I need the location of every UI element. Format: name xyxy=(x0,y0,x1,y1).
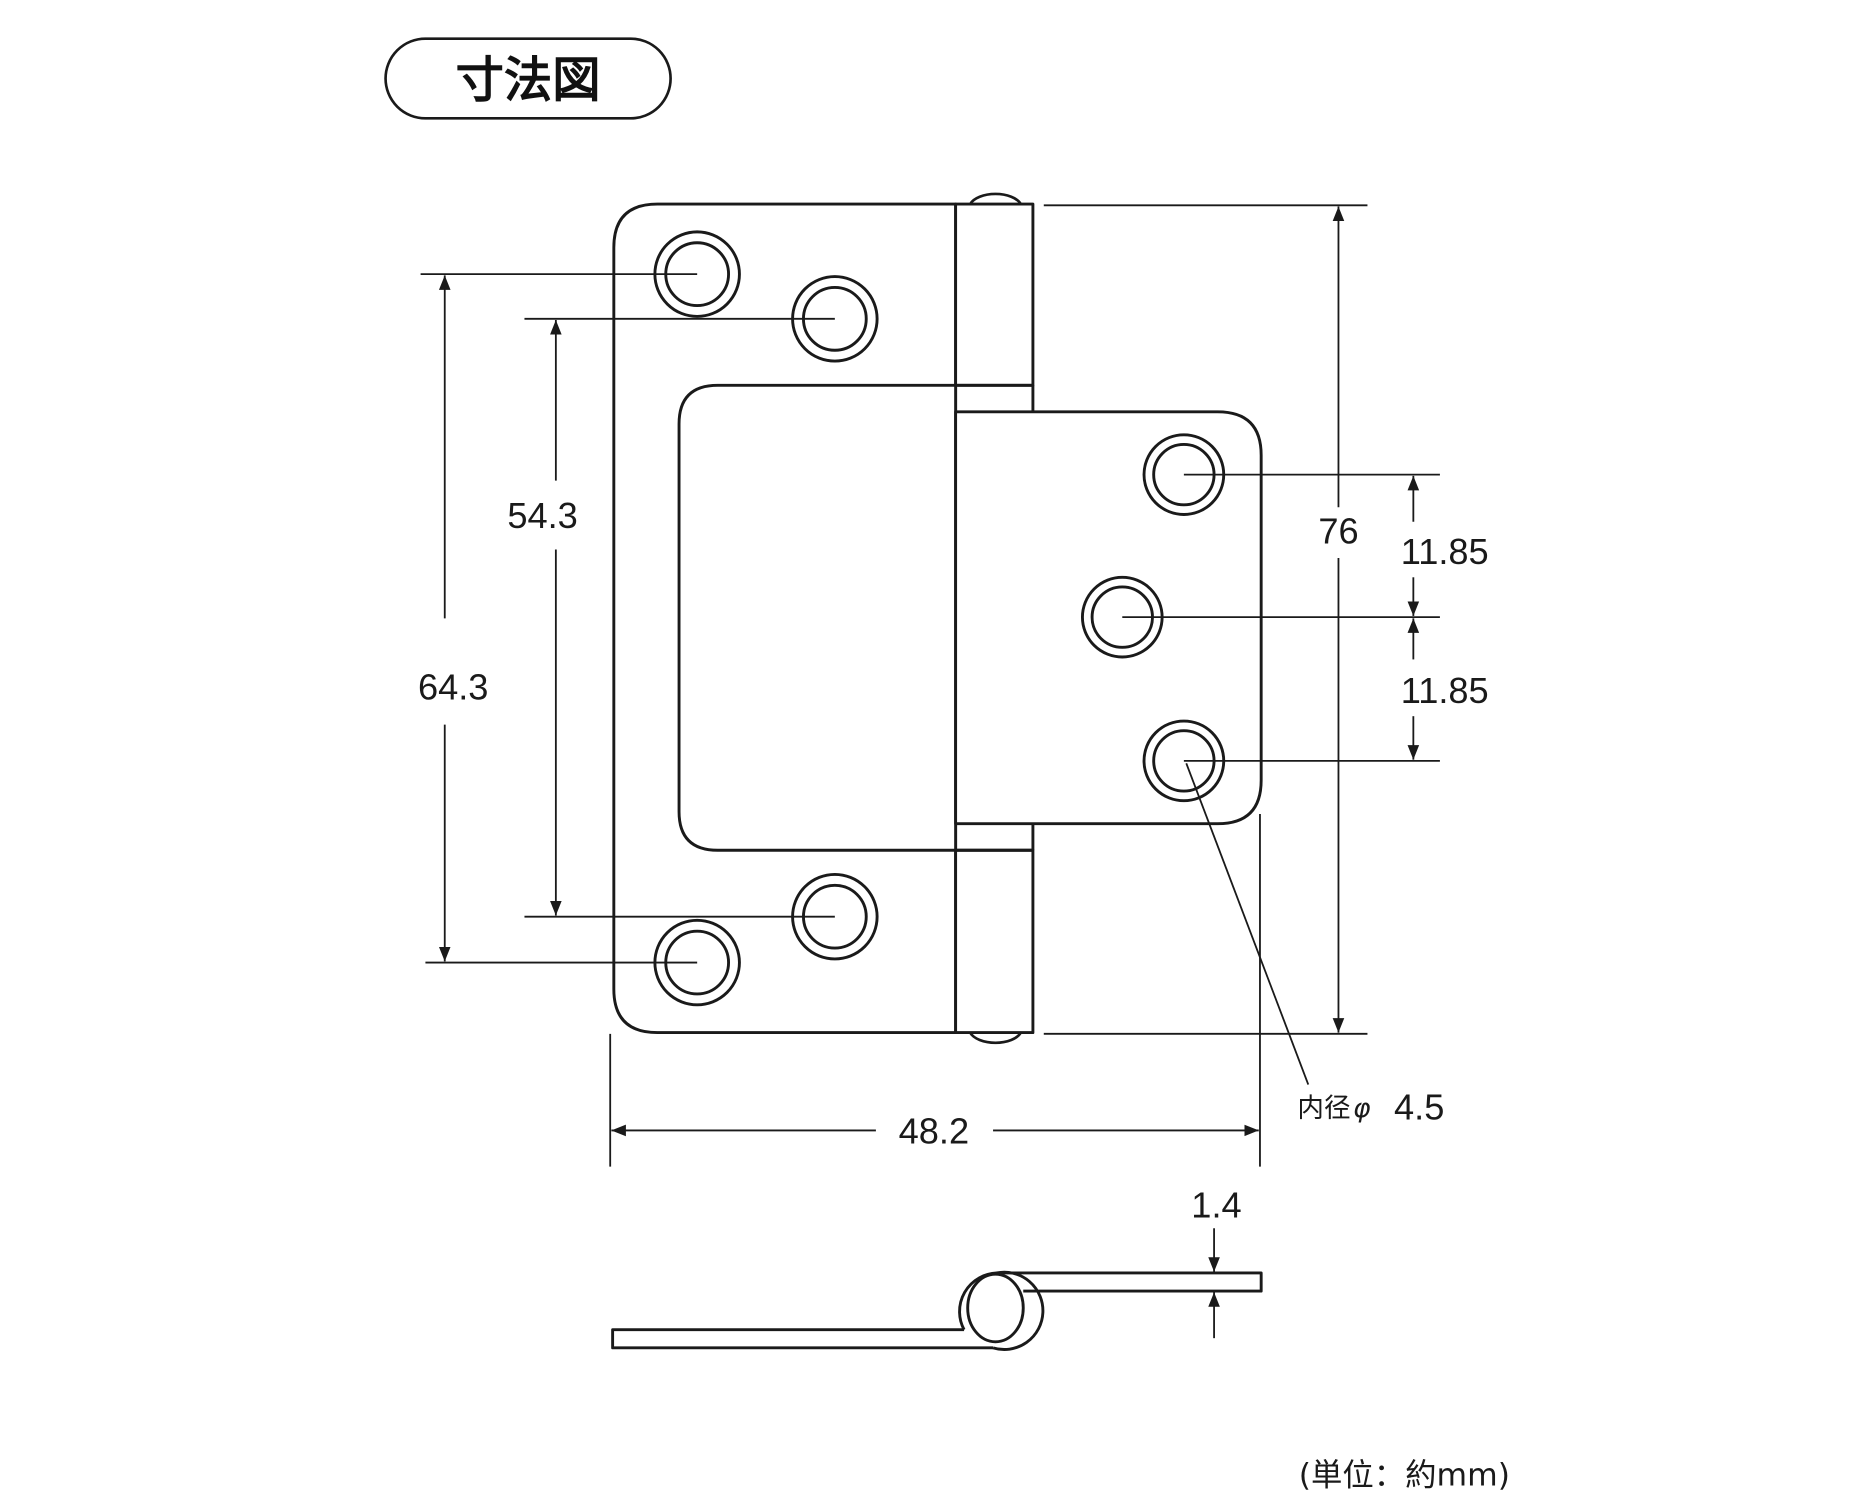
dimension-overall-height: 76 xyxy=(1043,204,1368,1035)
diameter-symbol: φ xyxy=(1353,1093,1371,1124)
units-note: (単位：約mm) xyxy=(1299,1458,1510,1494)
dim-label-11-85-upper: 11.85 xyxy=(1401,531,1489,572)
knuckle-bottom xyxy=(954,848,1035,1035)
dim-label-11-85-lower: 11.85 xyxy=(1401,670,1489,711)
title-pill xyxy=(384,37,672,120)
dimension-outer-hole-pitch: 64.3 xyxy=(398,273,698,964)
dim-label-1-4: 1.4 xyxy=(1191,1184,1241,1225)
svg-text:内径φ: 内径φ xyxy=(1297,1093,1371,1124)
side-knuckle-inner xyxy=(966,1272,1025,1344)
front-view xyxy=(612,192,1263,1045)
dim-label-48-2: 48.2 xyxy=(899,1111,970,1152)
side-leaf-upper xyxy=(996,1271,1263,1293)
callout-label: 内径 xyxy=(1297,1093,1350,1124)
dim-label-54-3: 54.3 xyxy=(507,495,578,536)
side-view: 1.4 xyxy=(611,1184,1263,1351)
side-leaf-lower xyxy=(611,1328,994,1350)
pin-cap-top xyxy=(968,192,1022,205)
side-knuckle-outer xyxy=(992,1270,1045,1351)
dimension-hole-spacing: 11.85 11.85 xyxy=(1122,473,1489,762)
knuckle-top xyxy=(954,202,1035,387)
title-badge: 寸法図 xyxy=(384,37,672,120)
pin-cap-bottom xyxy=(968,1031,1022,1045)
dimension-overall-width: 48.2 xyxy=(609,814,1261,1167)
title-label: 寸法図 xyxy=(456,53,601,109)
dimension-inner-hole-pitch: 54.3 xyxy=(507,317,835,918)
dimension-thickness: 1.4 xyxy=(1191,1184,1242,1339)
callout-value: 4.5 xyxy=(1394,1087,1444,1128)
left-leaf-cutout xyxy=(677,383,958,852)
dim-label-76: 76 xyxy=(1318,510,1358,551)
side-knuckle-wrap xyxy=(958,1271,997,1331)
dim-label-64-3: 64.3 xyxy=(418,666,489,707)
